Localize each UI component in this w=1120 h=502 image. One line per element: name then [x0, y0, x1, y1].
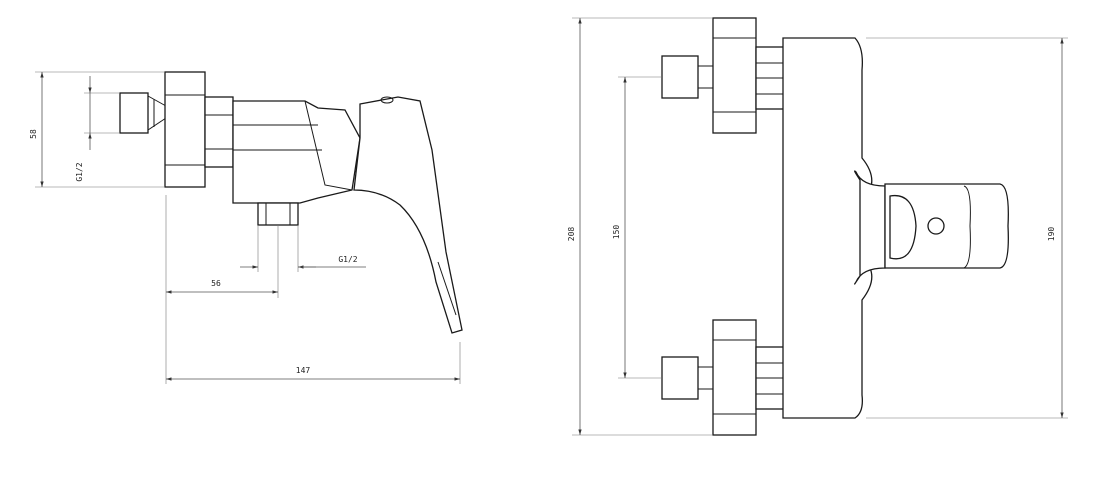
- hex-nut: [204, 96, 234, 168]
- outlet-nipple: [257, 202, 299, 226]
- dim-side-outlet-thread: G1/2: [338, 255, 357, 264]
- dim-front-height: 208: [567, 227, 576, 242]
- inlet-connector: [119, 92, 149, 134]
- dim-side-inlet-thread: G1/2: [75, 162, 84, 181]
- lower-wall-flange: [712, 319, 757, 436]
- lever-cap: [889, 194, 917, 260]
- dim-front-body-height: 190: [1047, 227, 1056, 242]
- dim-front-inlet-spacing: 150: [612, 225, 621, 240]
- lever-front: [884, 183, 1009, 269]
- front-view: 208 150 190: [567, 17, 1068, 436]
- side-view: 58 G1/2 G1/2 56 147: [29, 71, 463, 384]
- dim-side-height: 58: [29, 129, 38, 139]
- lower-inlet-connector: [661, 356, 699, 400]
- temperature-indicator-icon: [927, 217, 945, 235]
- mixer-body-front: [782, 37, 873, 419]
- wall-flange: [164, 71, 206, 188]
- upper-inlet-connector: [661, 55, 699, 99]
- upper-wall-flange: [712, 17, 757, 134]
- dim-side-outlet-offset: 56: [211, 279, 221, 288]
- dim-side-depth: 147: [296, 366, 311, 375]
- lever-handle: [353, 96, 463, 334]
